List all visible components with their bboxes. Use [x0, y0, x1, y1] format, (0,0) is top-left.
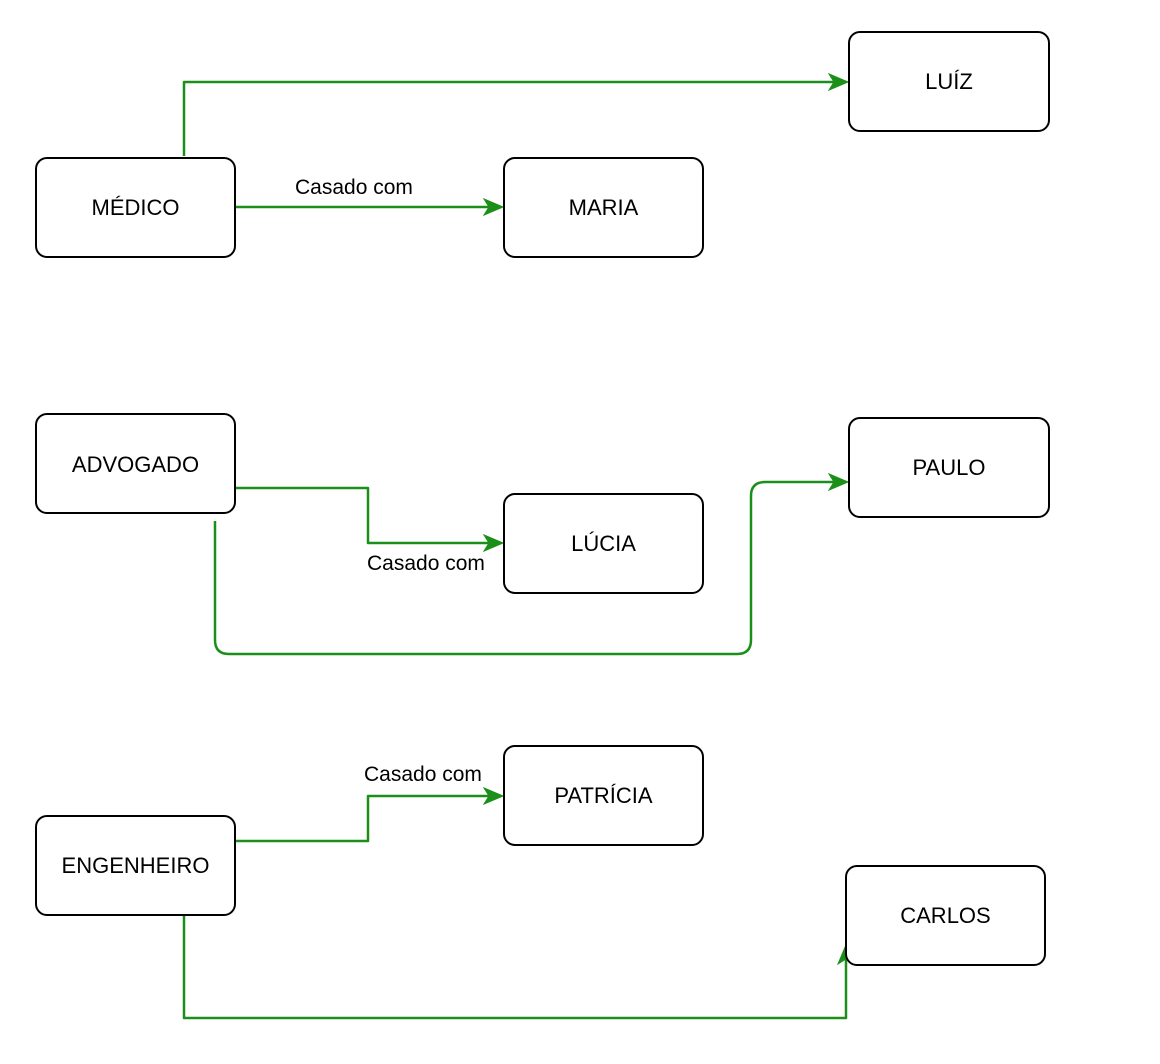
edge-label-medico-maria: Casado com — [295, 176, 413, 199]
arrowhead-icon — [482, 533, 505, 553]
edge-engenheiro-carlos — [182, 916, 856, 1020]
node-patricia[interactable]: PATRÍCIA — [503, 745, 704, 846]
edge-engenheiro-patricia — [236, 786, 505, 843]
arrowhead-icon — [482, 197, 505, 217]
node-lucia[interactable]: LÚCIA — [503, 493, 704, 594]
edge-label-advogado-lucia: Casado com — [367, 552, 485, 575]
node-advogado[interactable]: ADVOGADO — [35, 413, 236, 514]
edge-label-engenheiro-patricia: Casado com — [364, 763, 482, 786]
node-paulo[interactable]: PAULO — [848, 417, 1050, 518]
node-medico[interactable]: MÉDICO — [35, 157, 236, 258]
edge-medico-luiz — [182, 72, 850, 156]
node-maria[interactable]: MARIA — [503, 157, 704, 258]
node-luiz[interactable]: LUÍZ — [848, 31, 1050, 132]
edge-medico-maria — [236, 197, 505, 217]
node-engenheiro[interactable]: ENGENHEIRO — [35, 815, 236, 916]
arrowhead-icon — [827, 472, 850, 492]
node-carlos[interactable]: CARLOS — [845, 865, 1046, 966]
arrowhead-icon — [827, 72, 850, 92]
edge-advogado-paulo — [213, 472, 850, 656]
arrowhead-icon — [482, 786, 505, 806]
edge-advogado-lucia — [236, 486, 505, 553]
